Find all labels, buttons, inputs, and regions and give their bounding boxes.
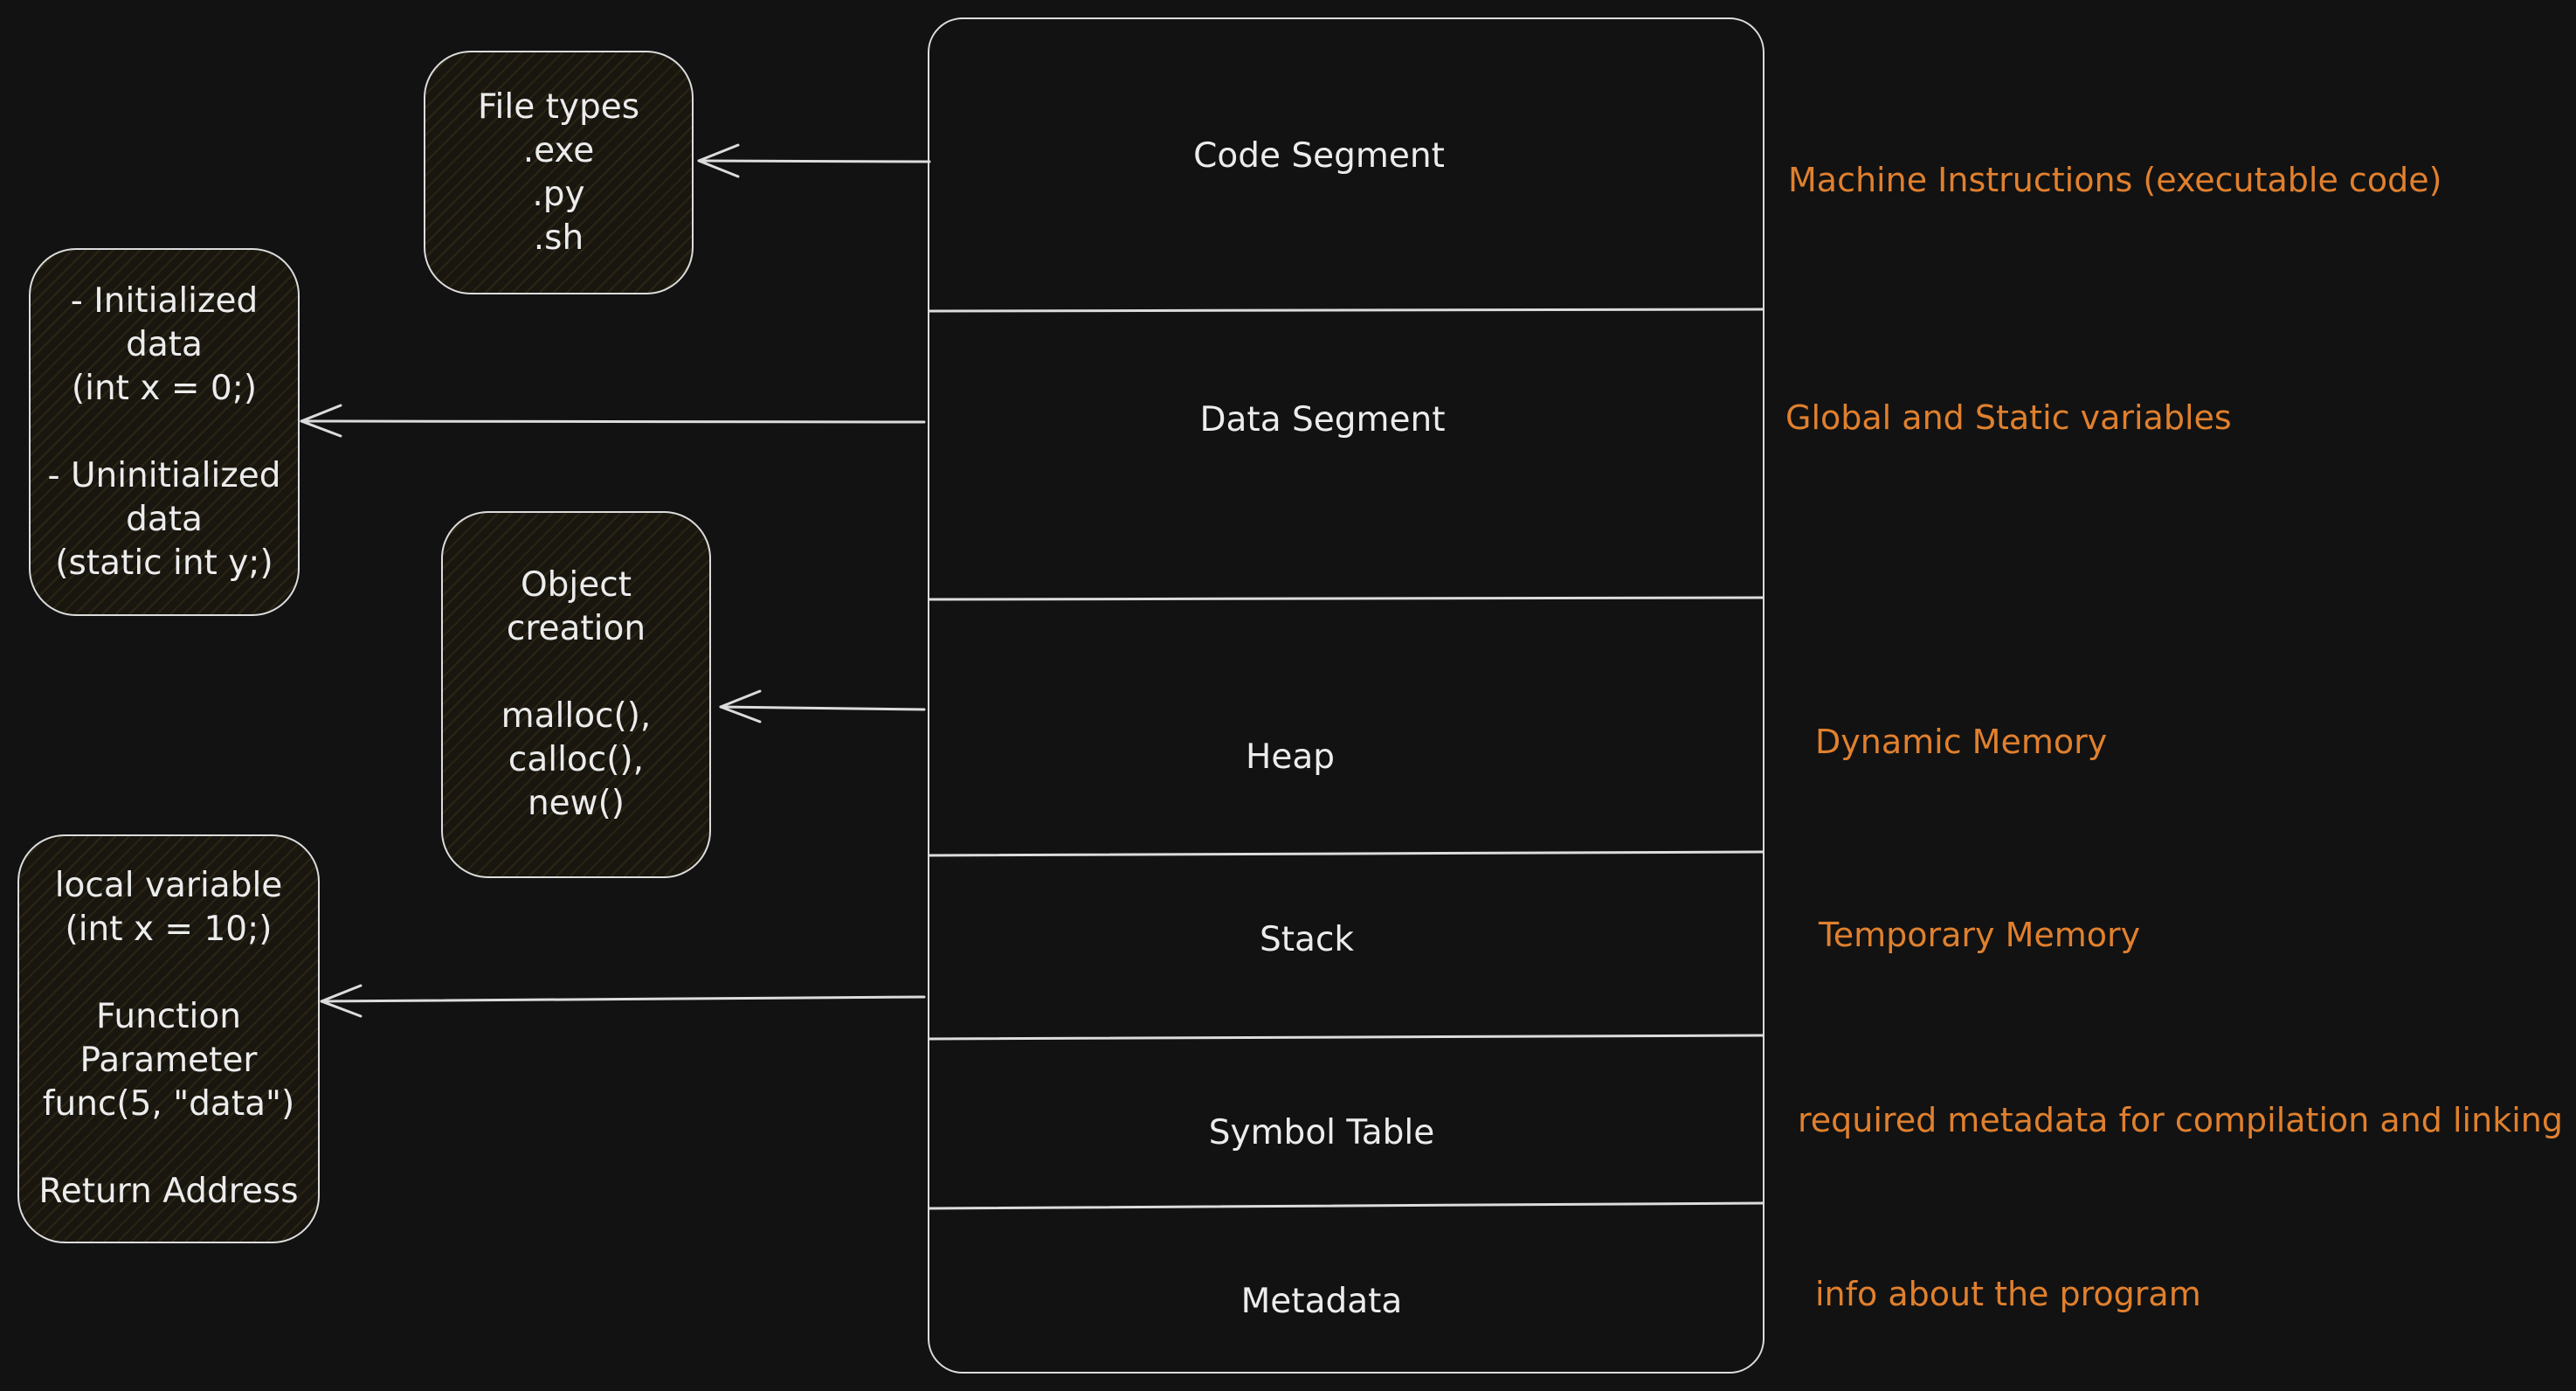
segment-label-code: Code Segment (1193, 136, 1445, 176)
callout-data-kinds: - Initialized data (int x = 0;) - Uninit… (29, 248, 300, 616)
divider-symbol-metadata (928, 1201, 1765, 1210)
segment-label-symbol-table: Symbol Table (1208, 1113, 1435, 1152)
memory-layout-block (928, 17, 1765, 1374)
segment-label-stack: Stack (1260, 920, 1354, 959)
divider-heap-stack (928, 850, 1765, 857)
arrow-stack-to-stackitems (320, 984, 926, 1018)
callout-object-creation: Object creation malloc(), calloc(), new(… (441, 511, 711, 878)
arrow-heap-to-objectcreation (719, 689, 926, 723)
segment-label-metadata: Metadata (1240, 1282, 1403, 1321)
divider-code-data (928, 308, 1765, 313)
note-metadata: info about the program (1815, 1275, 2201, 1313)
note-code-segment: Machine Instructions (executable code) (1788, 161, 2442, 199)
note-stack: Temporary Memory (1819, 916, 2141, 954)
note-symbol-table: required metadata for compilation and li… (1798, 1101, 2563, 1139)
divider-data-heap (928, 596, 1765, 601)
note-heap: Dynamic Memory (1815, 723, 2108, 761)
callout-file-types: File types .exe .py .sh (424, 51, 694, 294)
segment-label-data: Data Segment (1199, 400, 1446, 439)
arrow-code-to-filetypes (697, 143, 931, 178)
divider-stack-symbol (928, 1034, 1765, 1041)
segment-label-heap: Heap (1246, 737, 1335, 777)
callout-stack-items: local variable (int x = 10;) Function Pa… (17, 834, 320, 1243)
arrow-data-to-datakinds (300, 404, 926, 438)
note-data-segment: Global and Static variables (1785, 398, 2232, 437)
